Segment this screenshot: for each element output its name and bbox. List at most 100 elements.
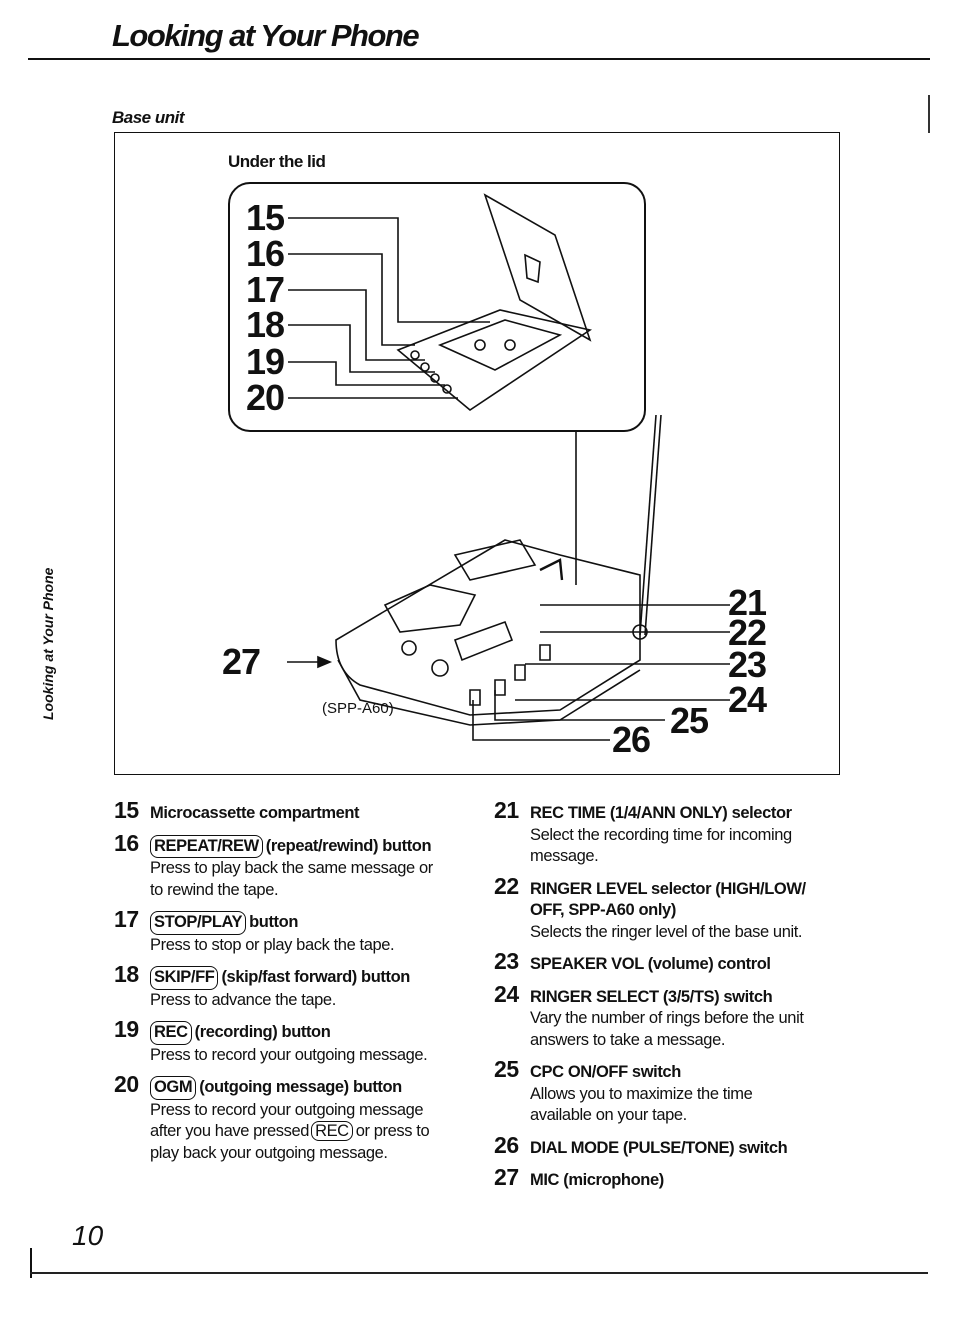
item-title: RINGER SELECT (3/5/TS) switch [530, 987, 773, 1006]
item-number: 22 [494, 872, 519, 899]
item-title: (outgoing message) button [199, 1078, 402, 1096]
callout-24: 24 [728, 679, 767, 720]
item-26: 26 DIAL MODE (PULSE/TONE) switch [494, 1131, 854, 1160]
item-title: (recording) button [194, 1023, 331, 1041]
leader-25 [494, 690, 665, 721]
footer-rule [30, 1272, 928, 1274]
item-18: 18 SKIP/FF(skip/fast forward) button Pres… [114, 961, 474, 1011]
item-number: 15 [114, 797, 139, 823]
item-number: 27 [494, 1164, 519, 1190]
callout-27: 27 [222, 641, 261, 682]
item-number: 24 [494, 980, 519, 1007]
leader-16 [288, 253, 415, 346]
item-title: RINGER LEVEL selector (HIGH/LOW/ [530, 879, 806, 898]
callout-25: 25 [670, 700, 709, 741]
item-25: 25 CPC ON/OFF switch Allows you to maximi… [494, 1056, 854, 1127]
inset-deck [396, 309, 593, 411]
rec-button-label: REC [311, 1121, 353, 1141]
item-desc: Press to record your outgoing message. [150, 1045, 428, 1064]
button-label: REC [150, 1021, 192, 1045]
item-desc: available on your tape. [530, 1106, 687, 1124]
desc-text: after you have pressed [150, 1122, 310, 1140]
left-column: 15 Microcassette compartment 16 REPEAT/REW… [114, 797, 474, 1164]
leader-18 [288, 324, 435, 373]
page-corner-mark [30, 1248, 32, 1278]
button-panel [453, 620, 514, 662]
item-desc: message. [530, 847, 599, 865]
handset-cradle [383, 584, 477, 633]
callout-22: 22 [728, 612, 767, 653]
callout-19: 19 [246, 341, 285, 382]
callout-17: 17 [246, 269, 285, 310]
item-desc: Press to play back the same message or [150, 859, 433, 877]
item-title: DIAL MODE (PULSE/TONE) switch [530, 1138, 788, 1157]
leader-19 [288, 361, 445, 386]
button-label: STOP/PLAY [150, 911, 247, 935]
model-label: (SPP-A60) [322, 700, 394, 717]
section-heading: Base unit [112, 108, 185, 127]
callout-26: 26 [612, 719, 651, 760]
leader-26 [472, 700, 610, 741]
item-desc: Vary the number of rings before the unit [530, 1009, 804, 1027]
item-title: Microcassette compartment [150, 804, 360, 822]
item-number: 18 [114, 961, 139, 987]
leader-15 [288, 217, 490, 323]
right-column: 21 REC TIME (1/4/ANN ONLY) selector Selec… [494, 797, 854, 1192]
item-title-cont: OFF, SPP-A60 only) [530, 901, 676, 919]
header-rule [28, 58, 930, 60]
figure-frame [114, 132, 840, 775]
margin-mark [928, 95, 930, 133]
desc-text: or press to [355, 1122, 430, 1140]
item-number: 17 [114, 906, 139, 932]
callout-23: 23 [728, 644, 767, 685]
callout-20: 20 [246, 377, 285, 418]
inset-lid [483, 193, 592, 342]
item-title: CPC ON/OFF switch [530, 1063, 681, 1081]
callout-15: 15 [246, 197, 285, 238]
item-title: button [249, 913, 299, 931]
item-number: 19 [114, 1016, 139, 1042]
item-desc: Allows you to maximize the time [530, 1084, 753, 1103]
item-number: 25 [494, 1056, 519, 1082]
item-15: 15 Microcassette compartment [114, 797, 474, 825]
item-desc: to rewind the tape. [150, 880, 279, 899]
item-23: 23 SPEAKER VOL (volume) control [494, 948, 854, 976]
button-label: SKIP/FF [150, 966, 219, 990]
item-number: 23 [494, 948, 519, 974]
item-desc: Press to stop or play back the tape. [150, 935, 395, 954]
item-title: MIC (microphone) [530, 1171, 664, 1189]
item-title: REC TIME (1/4/ANN ONLY) selector [530, 804, 792, 822]
item-27: 27 MIC (microphone) [494, 1164, 854, 1192]
item-desc: Press to record your outgoing message [150, 1100, 424, 1119]
item-24: 24 RINGER SELECT (3/5/TS) switch Vary the… [494, 980, 854, 1052]
item-title: (skip/fast forward) button [221, 968, 410, 986]
item-title: SPEAKER VOL (volume) control [530, 955, 771, 973]
callout-18: 18 [246, 304, 285, 345]
item-number: 20 [114, 1071, 139, 1097]
speaker-grille [453, 539, 537, 581]
item-20: 20 OGM(outgoing message) button Press to … [114, 1071, 474, 1164]
page-title: Looking at Your Phone [112, 18, 420, 53]
item-desc: play back your outgoing message. [150, 1143, 388, 1162]
item-desc: Press to advance the tape. [150, 990, 336, 1009]
button-label: REPEAT/REW [150, 834, 263, 858]
item-number: 21 [494, 797, 519, 823]
item-number: 16 [114, 829, 139, 856]
inset-frame [228, 182, 646, 432]
callout-16: 16 [246, 233, 285, 274]
item-22: 22 RINGER LEVEL selector (HIGH/LOW/ OFF, … [494, 872, 854, 944]
inset-label: Under the lid [228, 152, 326, 171]
item-title: (repeat/rewind) button [265, 836, 432, 855]
item-desc: Selects the ringer level of the base uni… [530, 922, 803, 941]
base-unit-body [335, 539, 641, 716]
button-label: OGM [150, 1076, 197, 1100]
antenna [639, 414, 657, 636]
item-desc: answers to take a message. [530, 1030, 726, 1049]
item-number: 26 [494, 1131, 519, 1158]
callout-21: 21 [728, 582, 767, 623]
leader-17 [288, 289, 425, 361]
